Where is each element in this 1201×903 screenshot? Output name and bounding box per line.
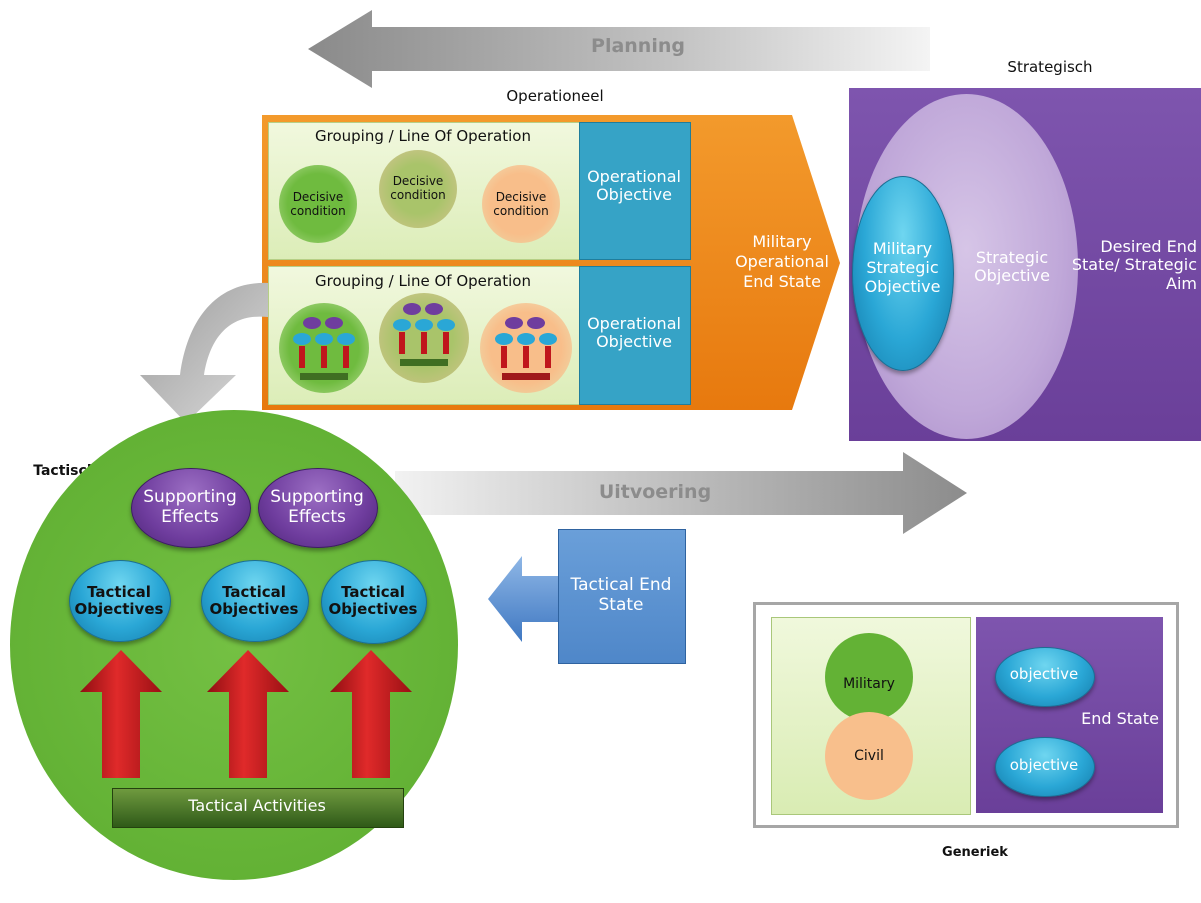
military-operational-end-state: Military Operational End State bbox=[735, 232, 829, 291]
blue-left-arrow bbox=[488, 556, 568, 642]
line-of-operation-title-2: Grouping / Line Of Operation bbox=[315, 272, 531, 290]
operational-objective-box-2 bbox=[579, 266, 691, 405]
line-of-operation-title-1: Grouping / Line Of Operation bbox=[315, 127, 531, 145]
operational-objective-label-2: Operational Objective bbox=[587, 314, 681, 352]
tactical-objective-label-2: Tactical Objectives bbox=[209, 583, 299, 619]
tactical-end-state-box bbox=[558, 529, 686, 664]
supporting-effects-ellipse-2 bbox=[258, 468, 378, 548]
supporting-effects-label-2: Supporting Effects bbox=[270, 487, 364, 527]
generic-objective-ellipse-1 bbox=[995, 647, 1095, 707]
planning-label: Planning bbox=[591, 35, 685, 57]
uitvoering-label: Uitvoering bbox=[598, 481, 712, 503]
tactical-objective-ellipse-1 bbox=[69, 560, 171, 642]
military-strategic-objective-label: Military Strategic Objective bbox=[864, 239, 941, 297]
tactical-end-state-label: Tactical End State bbox=[570, 575, 672, 615]
decisive-condition-label-1: Decisive condition bbox=[290, 190, 346, 218]
decisive-condition-label-2: Decisive condition bbox=[390, 174, 446, 202]
supporting-effects-label-1: Supporting Effects bbox=[143, 487, 237, 527]
tactical-activities-bar bbox=[112, 788, 404, 828]
mini-structure-icon-3 bbox=[495, 317, 557, 380]
generic-objective-ellipse-2 bbox=[995, 737, 1095, 797]
civil-label: Civil bbox=[854, 748, 884, 764]
red-up-arrow-3 bbox=[330, 650, 412, 778]
generic-objective-label-2: objective bbox=[1009, 756, 1079, 774]
decisive-condition-label-3: Decisive condition bbox=[493, 190, 549, 218]
decisive-condition-circle-3 bbox=[482, 165, 560, 243]
military-circle bbox=[825, 633, 913, 721]
heading-strategisch: Strategisch bbox=[1007, 58, 1093, 76]
curved-return-arrow bbox=[140, 282, 268, 423]
heading-generiek: Generiek bbox=[942, 845, 1008, 860]
operational-objective-label-1: Operational Objective bbox=[587, 167, 681, 205]
decisive-condition-circle-2 bbox=[379, 150, 457, 228]
heading-operationeel: Operationeel bbox=[506, 87, 604, 105]
red-up-arrow-2 bbox=[207, 650, 289, 778]
strategic-objective-label: Strategic Objective bbox=[974, 248, 1050, 286]
civil-circle bbox=[825, 712, 913, 800]
decisive-condition-circle-1 bbox=[279, 165, 357, 243]
tactical-objective-ellipse-2 bbox=[201, 560, 309, 642]
generic-end-state-label: End State bbox=[1081, 709, 1159, 728]
operational-objective-box-1 bbox=[579, 122, 691, 260]
mini-structure-icon-2 bbox=[393, 303, 455, 366]
supporting-effects-ellipse-1 bbox=[131, 468, 251, 548]
military-strategic-objective-ellipse bbox=[852, 176, 954, 371]
tactical-objective-ellipse-3 bbox=[321, 560, 427, 644]
tactical-activities-label: Tactical Activities bbox=[188, 796, 326, 815]
mini-structure-icon-1 bbox=[293, 317, 355, 380]
tactical-objective-label-3: Tactical Objectives bbox=[328, 583, 418, 619]
planning-arrow: Planning bbox=[308, 10, 930, 88]
desired-end-state-label: Desired End State/ Strategic Aim bbox=[1071, 237, 1197, 293]
military-label: Military bbox=[843, 676, 895, 692]
uitvoering-arrow: Uitvoering bbox=[395, 452, 967, 534]
red-up-arrow-1 bbox=[80, 650, 162, 778]
generic-objective-label-1: objective bbox=[1009, 665, 1079, 683]
operational-block: Grouping / Line Of Operation Decisive co… bbox=[262, 115, 840, 410]
tactical-objective-label-1: Tactical Objectives bbox=[74, 583, 164, 619]
